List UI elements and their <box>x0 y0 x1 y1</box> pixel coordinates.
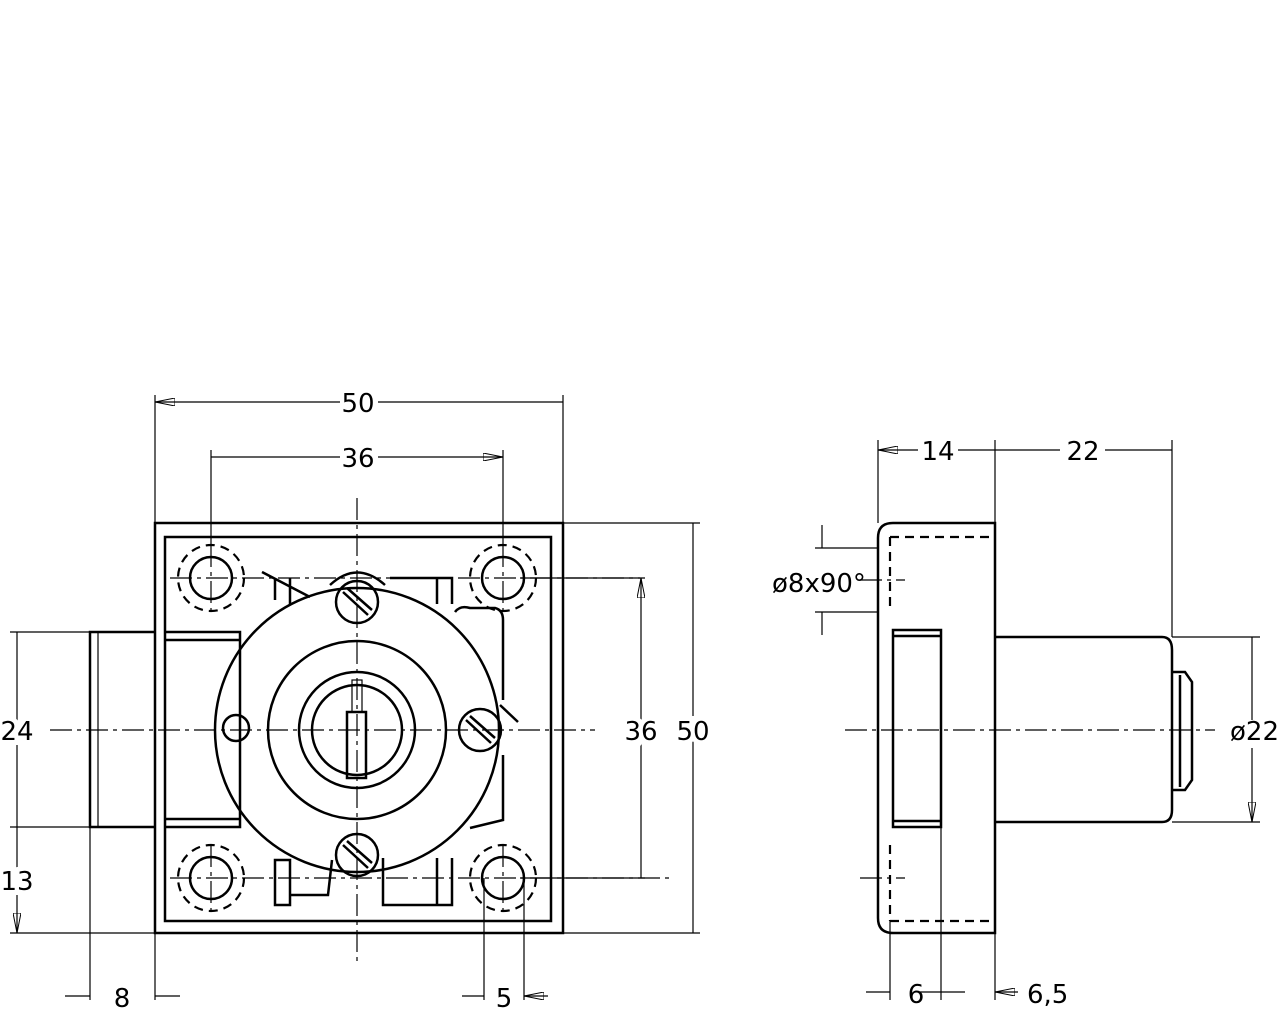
dim-holes-vertical: 36 <box>624 717 657 747</box>
dim-bolt-projection: 8 <box>114 984 131 1012</box>
dim-bottom-left: 6 <box>908 980 925 1010</box>
dim-width-outer: 50 <box>341 389 374 419</box>
dim-countersink: ø8x90° <box>772 569 866 599</box>
dim-cylinder-length: 22 <box>1066 437 1099 467</box>
dim-height-outer: 50 <box>676 717 709 747</box>
dim-hole-edge: 5 <box>496 984 513 1012</box>
dim-bolt-height: 24 <box>0 717 33 747</box>
dim-bolt-offset: 13 <box>0 867 33 897</box>
dim-bottom-right: 6,5 <box>1027 980 1068 1010</box>
side-view: 14 22 ø8x90° ø22 6 6,5 <box>772 437 1279 1010</box>
dim-cylinder-diameter: ø22 <box>1230 717 1279 747</box>
front-view: 50 36 36 50 24 13 8 5 <box>0 389 715 1012</box>
dim-flange-depth: 14 <box>921 437 954 467</box>
flange <box>876 521 997 935</box>
dim-holes-horizontal: 36 <box>341 444 374 474</box>
bolt-section <box>891 628 943 829</box>
